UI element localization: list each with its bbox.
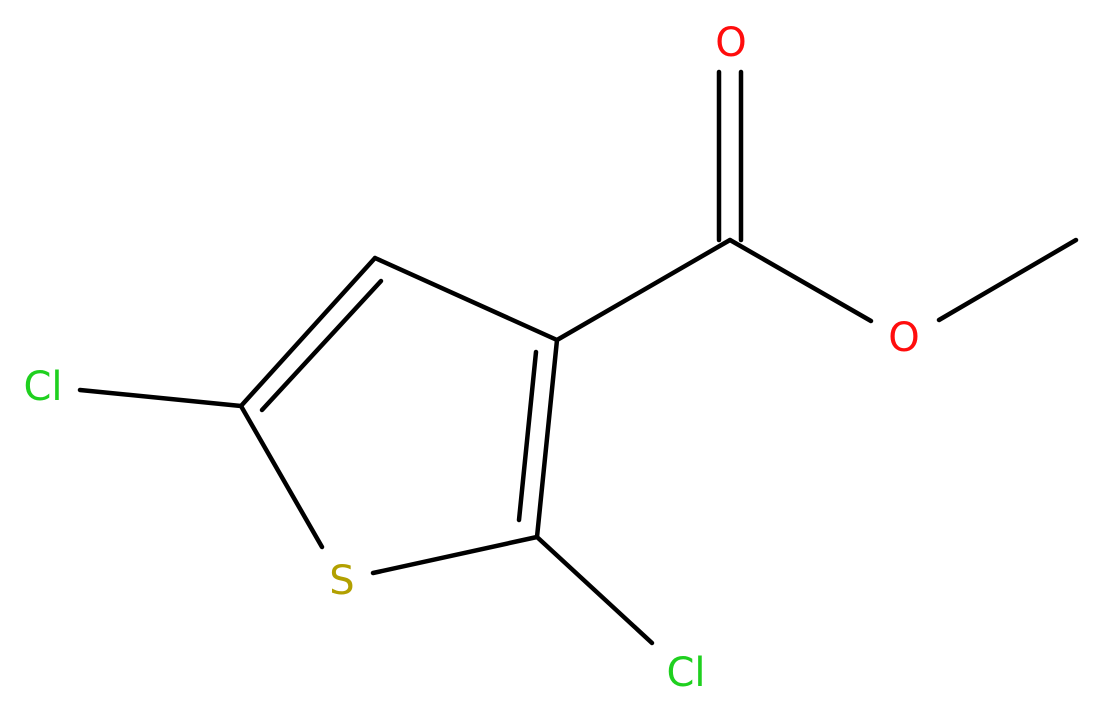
bond-c3-carbonyl-c <box>554 237 733 343</box>
atom-chlorine-left: Cl <box>23 364 62 410</box>
bond-carbonyl-c-o <box>727 237 874 324</box>
bond-c5-c4 <box>238 255 378 409</box>
bond-c3-c2-inner <box>516 349 539 523</box>
bond-s-c5 <box>238 403 325 550</box>
atom-oxygen-carbonyl: O <box>715 20 746 66</box>
bond-o-methyl <box>936 237 1079 323</box>
bond-c5-c4-inner <box>259 278 384 413</box>
atom-sulfur: S <box>329 558 354 604</box>
bond-c2-s <box>370 534 540 576</box>
atom-chlorine-bottom: Cl <box>666 650 705 696</box>
bond-c5-cl <box>77 387 244 409</box>
bond-c3-c2 <box>534 337 560 540</box>
atom-oxygen-ester: O <box>888 315 919 361</box>
bond-c4-c3 <box>372 255 560 343</box>
bond-c2-cl <box>534 534 655 646</box>
